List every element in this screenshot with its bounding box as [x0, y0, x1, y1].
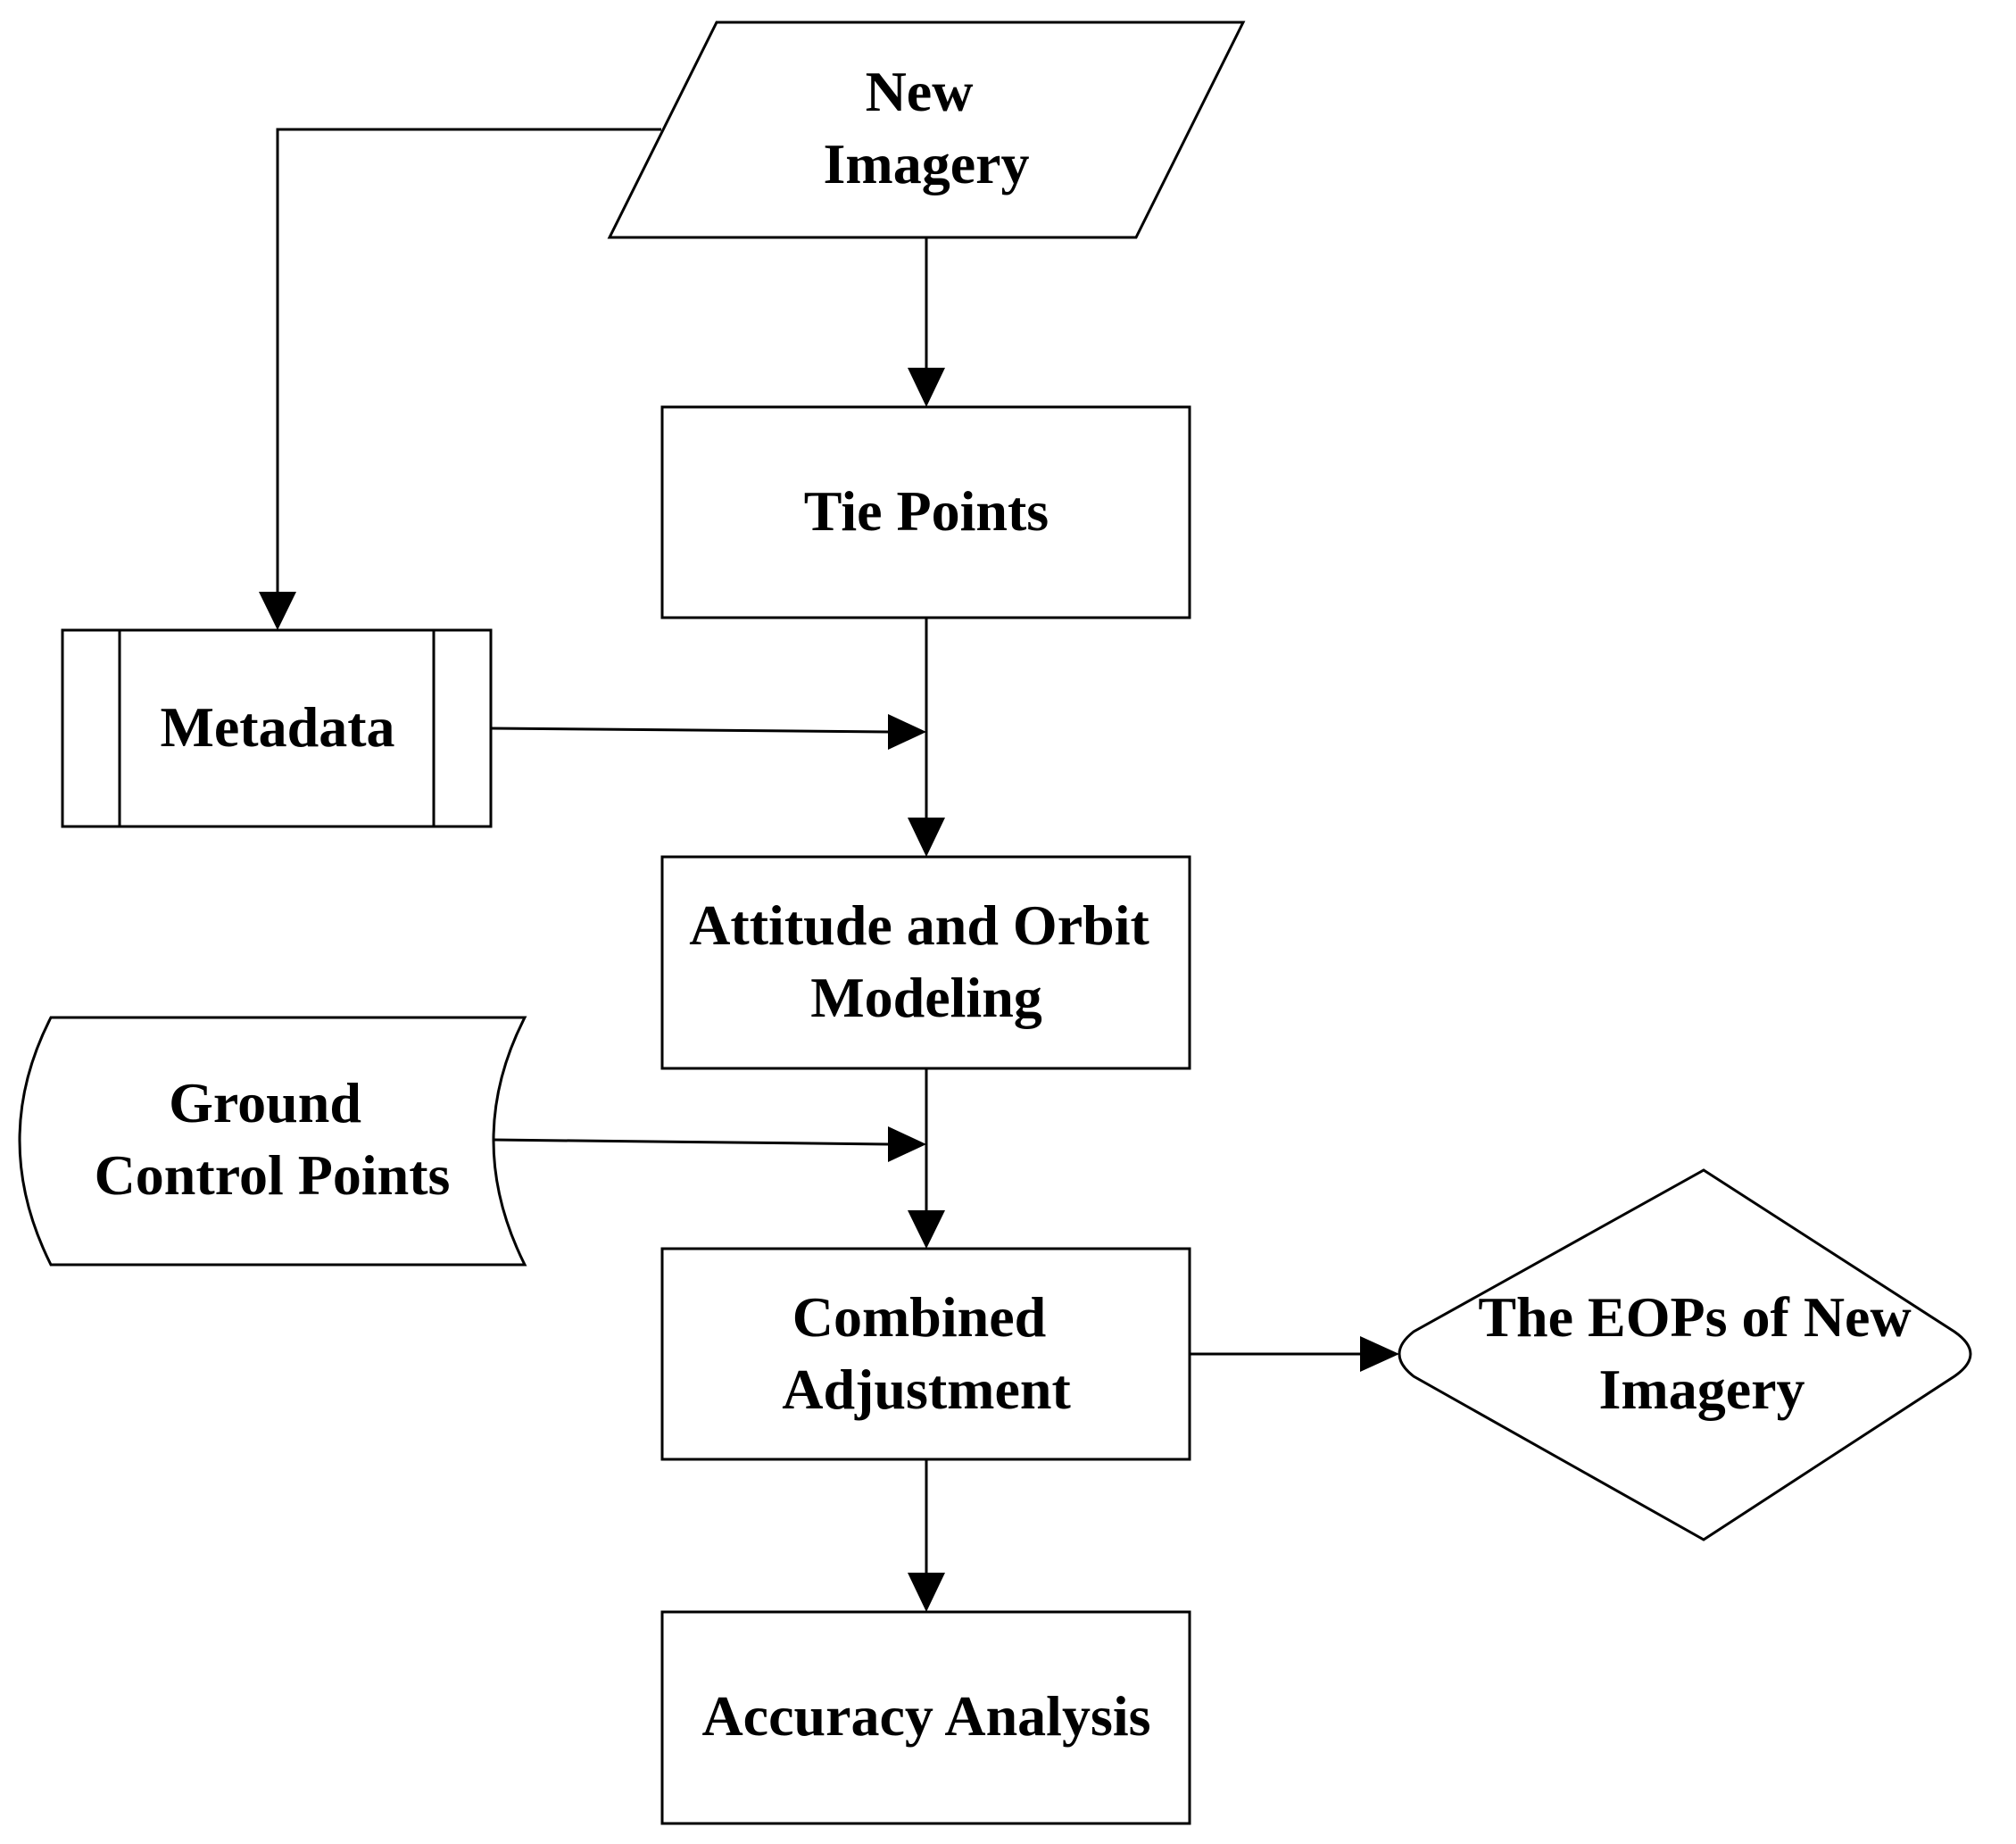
rectangle-shape — [660, 1247, 1191, 1461]
parallelogram-shape — [607, 21, 1246, 239]
arrowhead-metadata — [259, 592, 296, 630]
eops-label: The EOPs of New Imagery — [1478, 1285, 1925, 1421]
arrowhead-combined — [908, 1210, 945, 1249]
node-metadata: Metadata — [61, 628, 493, 828]
arrowhead-eops — [1360, 1336, 1399, 1372]
arrowhead-accuracy — [908, 1573, 945, 1612]
node-tie-points: Tie Points — [660, 405, 1191, 619]
tie-points-label: Tie Points — [804, 479, 1049, 543]
rectangle-shape — [660, 1610, 1191, 1825]
arrowhead-gcp-join — [888, 1126, 926, 1162]
node-combined-adjustment: Combined Adjustment — [660, 1247, 1191, 1461]
new-imagery-label: New Imagery — [823, 60, 1029, 195]
combined-adjustment-label: Combined Adjustment — [782, 1285, 1071, 1421]
arrowhead-tie-points — [908, 368, 945, 407]
arrowhead-attitude-orbit — [908, 818, 945, 857]
edges — [259, 128, 1399, 1612]
hexagon-shape — [1398, 1168, 1972, 1541]
metadata-label: Metadata — [160, 695, 394, 759]
node-accuracy-analysis: Accuracy Analysis — [660, 1610, 1191, 1825]
arrowhead-metadata-join — [888, 714, 926, 750]
edge-new-imagery-to-metadata — [276, 128, 661, 592]
ground-control-points-label: Ground Control Points — [95, 1071, 451, 1207]
rectangle-shape — [660, 855, 1191, 1070]
accuracy-analysis-label: Accuracy Analysis — [701, 1684, 1150, 1748]
predefined-process-shape — [61, 628, 493, 828]
edge-metadata-to-trunk — [490, 727, 889, 734]
attitude-orbit-label: Attitude and Orbit Modeling — [689, 893, 1164, 1029]
stored-data-shape — [18, 1016, 527, 1267]
edge-gcp-to-trunk — [493, 1138, 889, 1146]
node-attitude-orbit: Attitude and Orbit Modeling — [660, 855, 1191, 1070]
node-new-imagery: New Imagery — [607, 21, 1246, 239]
node-eops: The EOPs of New Imagery — [1398, 1168, 1972, 1541]
node-ground-control-points: Ground Control Points — [18, 1016, 527, 1267]
rectangle-shape — [660, 405, 1191, 619]
